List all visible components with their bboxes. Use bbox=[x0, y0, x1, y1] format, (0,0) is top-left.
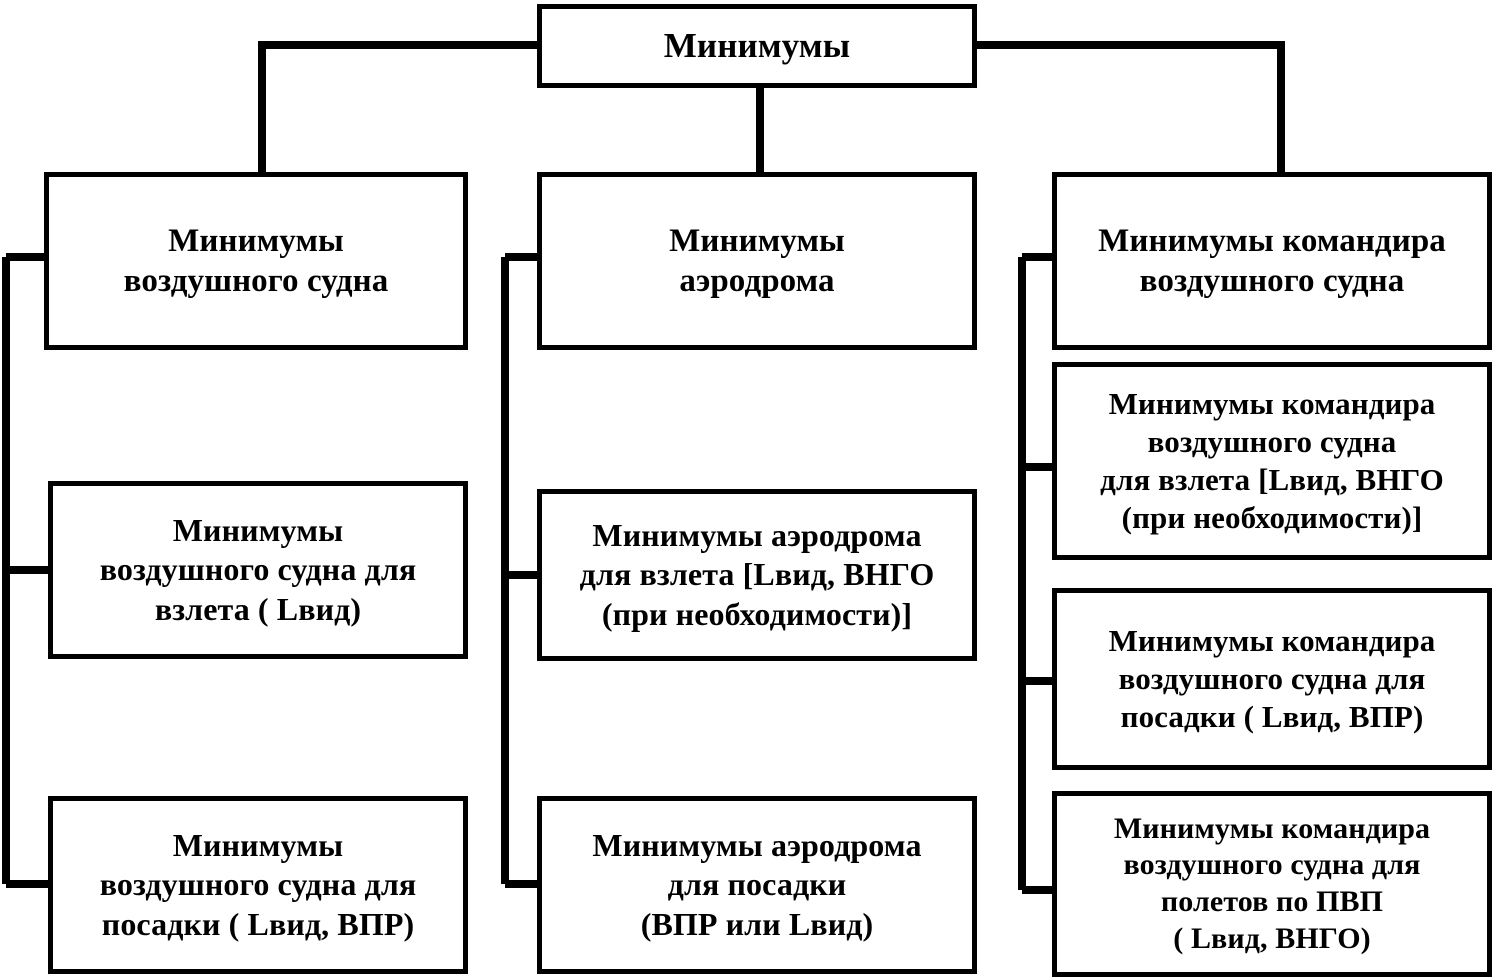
node-commander[interactable]: Минимумы командира воздушного судна bbox=[1052, 172, 1492, 350]
node-aircraft-landing[interactable]: Минимумы воздушного судна для посадки ( … bbox=[48, 796, 468, 974]
node-root[interactable]: Минимумы bbox=[537, 4, 977, 88]
node-commander-vfr-label: Минимумы командира воздушного судна для … bbox=[1113, 811, 1431, 955]
node-commander-landing[interactable]: Минимумы командира воздушного судна для … bbox=[1052, 588, 1492, 770]
node-aerodrome-label: Минимумы аэродрома bbox=[669, 222, 845, 299]
node-aerodrome-takeoff[interactable]: Минимумы аэродрома для взлета [Lвид, ВНГ… bbox=[537, 489, 977, 661]
node-aircraft-landing-label: Минимумы воздушного судна для посадки ( … bbox=[99, 827, 417, 942]
node-aerodrome-landing[interactable]: Минимумы аэродрома для посадки (ВПР или … bbox=[537, 796, 977, 974]
node-aircraft[interactable]: Минимумы воздушного судна bbox=[44, 172, 468, 350]
node-commander-vfr[interactable]: Минимумы командира воздушного судна для … bbox=[1052, 791, 1492, 977]
node-commander-takeoff-label: Минимумы командира воздушного судна для … bbox=[1100, 386, 1444, 535]
node-aircraft-takeoff[interactable]: Минимумы воздушного судна для взлета ( L… bbox=[48, 481, 468, 659]
node-commander-takeoff[interactable]: Минимумы командира воздушного судна для … bbox=[1052, 362, 1492, 560]
node-aerodrome-takeoff-label: Минимумы аэродрома для взлета [Lвид, ВНГ… bbox=[579, 517, 935, 632]
node-root-label: Минимумы bbox=[663, 25, 851, 65]
node-aerodrome-landing-label: Минимумы аэродрома для посадки (ВПР или … bbox=[592, 827, 922, 942]
node-commander-landing-label: Минимумы командира воздушного судна для … bbox=[1108, 623, 1436, 734]
node-commander-label: Минимумы командира воздушного судна bbox=[1098, 222, 1446, 299]
node-aircraft-label: Минимумы воздушного судна bbox=[123, 222, 389, 299]
connector-root-to-aircraft bbox=[258, 41, 537, 176]
node-aerodrome[interactable]: Минимумы аэродрома bbox=[537, 172, 977, 350]
node-aircraft-takeoff-label: Минимумы воздушного судна для взлета ( L… bbox=[99, 512, 417, 627]
connector-root-to-commander bbox=[975, 41, 1285, 176]
